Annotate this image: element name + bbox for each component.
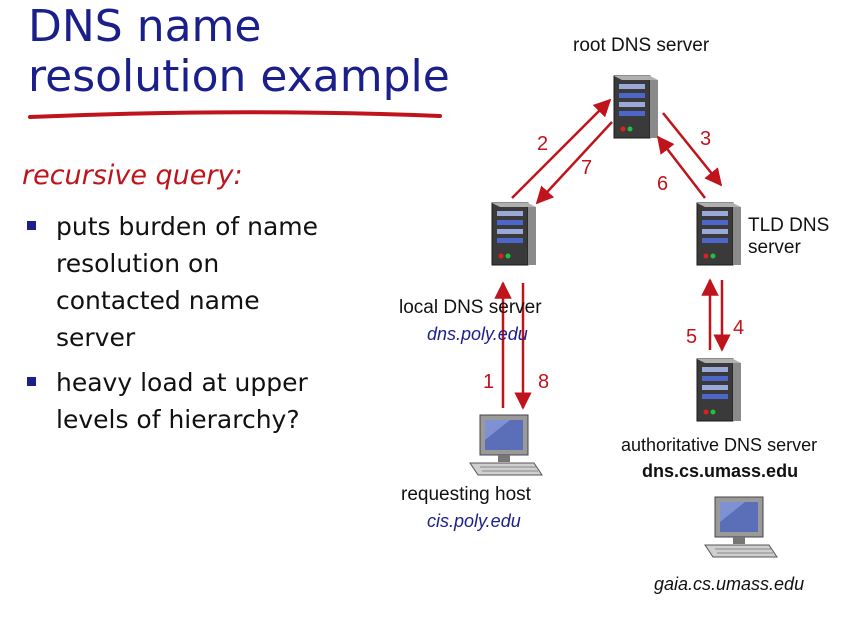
local-server-label: local DNS server [399, 297, 542, 318]
arrow-step-3 [662, 112, 723, 187]
authoritative-server-host: dns.cs.umass.edu [642, 461, 799, 481]
arrow-step-6 [656, 135, 706, 199]
bullet-list: puts burden of name resolution on contac… [22, 208, 352, 446]
step-number-3: 3 [700, 128, 712, 150]
title-line-1: DNS name [28, 1, 262, 52]
step-number-5: 5 [686, 326, 698, 348]
bullet-line: puts burden of name [56, 212, 319, 241]
bullet-line: heavy load at upper [56, 368, 308, 397]
bullet-item: puts burden of name resolution on contac… [22, 208, 352, 356]
step-number-8: 8 [538, 371, 550, 393]
bullet-square-icon [27, 377, 36, 386]
bullet-line: levels of hierarchy? [56, 405, 300, 434]
bullet-line: resolution on [56, 249, 220, 278]
root-server-icon [613, 75, 659, 139]
tld-server-label: TLD DNS server [748, 215, 829, 259]
requesting-host-name: cis.poly.edu [427, 511, 521, 531]
step-number-4: 4 [733, 317, 745, 339]
title-underline [28, 110, 442, 119]
tld-label-line-1: TLD DNS [748, 215, 830, 236]
arrow-step-2 [511, 98, 612, 199]
gaia-host-name: gaia.cs.umass.edu [654, 574, 805, 594]
authoritative-server-icon [696, 358, 742, 422]
slide-title: DNS name resolution example [28, 2, 450, 102]
root-server-label: root DNS server [573, 35, 710, 56]
step-number-7: 7 [581, 157, 593, 179]
requesting-host-icon [469, 414, 543, 476]
local-server-icon [491, 202, 537, 266]
bullet-item: heavy load at upper levels of hierarchy? [22, 364, 352, 438]
step-number-2: 2 [537, 133, 549, 155]
title-line-2: resolution example [28, 51, 450, 102]
bullet-square-icon [27, 221, 36, 230]
step-number-6: 6 [657, 173, 669, 195]
local-server-host: dns.poly.edu [427, 324, 528, 344]
authoritative-server-label: authoritative DNS server [621, 435, 818, 455]
bullet-line: contacted name [56, 286, 260, 315]
tld-label-line-2: server [748, 237, 801, 258]
requesting-host-label: requesting host [401, 484, 531, 505]
subtitle: recursive query: [22, 160, 243, 191]
bullet-line: server [56, 323, 136, 352]
step-number-1: 1 [483, 371, 495, 393]
arrow-step-7 [535, 121, 613, 205]
tld-server-icon [696, 202, 742, 266]
gaia-host-icon [704, 496, 778, 558]
